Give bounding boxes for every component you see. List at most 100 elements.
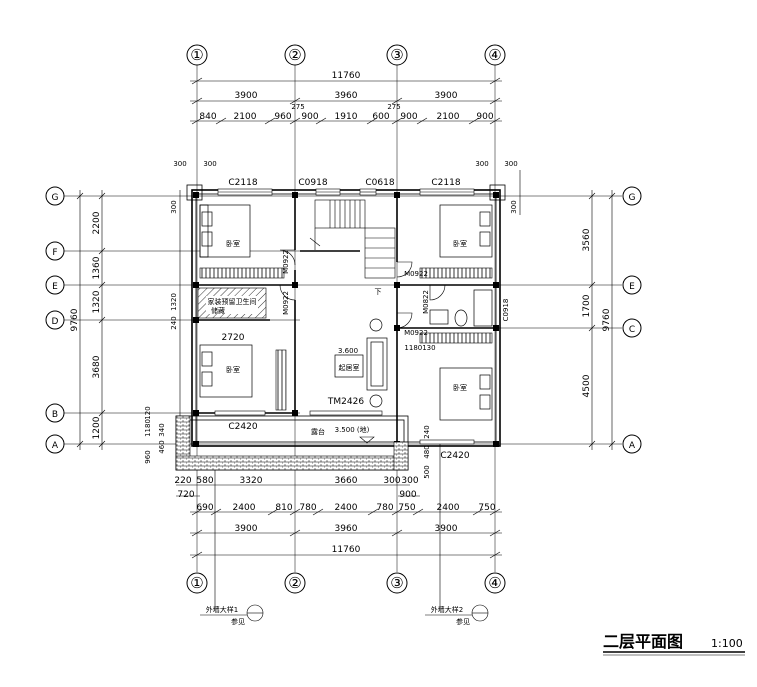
window-c0918-right: C0918 xyxy=(502,299,510,322)
left-inner-960: 960 xyxy=(144,450,152,463)
axis-B-left: B xyxy=(52,410,58,420)
corner-boxes xyxy=(186,184,506,201)
axis-1-bottom: ① xyxy=(190,574,203,592)
left-dim-3: 1320 xyxy=(92,290,102,313)
bottom-dim-300b: 300 xyxy=(401,476,418,486)
axis-E-left: E xyxy=(52,282,58,292)
right-dim-1: 3560 xyxy=(582,228,592,251)
bottom-bay-2: 3960 xyxy=(335,524,358,534)
top-bay-2: 3960 xyxy=(335,91,358,101)
top-detail-6: 600 xyxy=(372,112,389,122)
left-dim-2: 1360 xyxy=(92,256,102,279)
axis-grid-lines xyxy=(63,65,622,572)
bottom-dim-900: 900 xyxy=(399,490,416,500)
window-c2118-left: C2118 xyxy=(228,178,257,188)
detail-ref-right xyxy=(425,604,489,622)
left-total-dim: 9760 xyxy=(70,308,80,331)
axis-4-top: ④ xyxy=(488,46,501,64)
closet-bottom-left xyxy=(275,349,287,411)
right-inner-500: 500 xyxy=(423,465,431,478)
bottom-detail-9: 750 xyxy=(478,503,495,513)
drawing-title: 二层平面图 xyxy=(603,632,683,651)
bed-top-right xyxy=(439,204,493,258)
door-m0922-d: M0922 xyxy=(404,329,428,337)
right-dim-3: 4500 xyxy=(582,374,592,397)
axis-1-top: ① xyxy=(190,46,203,64)
bath-label-bg xyxy=(206,296,258,314)
window-c2118-right: C2118 xyxy=(431,178,460,188)
detail-ref-2-sub: 参见 xyxy=(456,617,470,626)
axis-bubbles-right xyxy=(622,186,642,454)
window-c2420-left: C2420 xyxy=(228,422,257,432)
detail-ref-2-label: 外墙大样2 xyxy=(431,605,463,614)
left-inner-300: 300 xyxy=(170,200,178,213)
axis-E-right: E xyxy=(629,282,635,292)
left-dim-5: 1200 xyxy=(92,416,102,439)
bottom-detail-2: 2400 xyxy=(233,503,256,513)
axis-G-right: G xyxy=(629,193,636,203)
elevation-3500: 3.500 (地) xyxy=(335,425,370,434)
drain-arrow xyxy=(359,436,375,444)
room-bedroom-tl: 卧室 xyxy=(226,239,240,248)
door-m0922-b: M0922 xyxy=(282,291,290,315)
room-bedroom-tr: 卧室 xyxy=(453,239,467,248)
left-inner-1180: 1180 xyxy=(144,419,152,437)
elevation-3600: 3.600 xyxy=(338,347,358,355)
top-windows xyxy=(217,188,475,196)
bottom-detail-4: 780 xyxy=(299,503,316,513)
bottom-dim-720: 720 xyxy=(177,490,194,500)
door-m0922-a: M0922 xyxy=(282,250,290,274)
bed-bottom-left xyxy=(199,344,253,398)
bed-top-left xyxy=(199,204,251,258)
door-tm2426: TM2426 xyxy=(327,397,364,407)
top-detail-7: 900 xyxy=(400,112,417,122)
window-c2420-right-frame xyxy=(419,439,475,445)
drawing-scale: 1:100 xyxy=(711,637,743,650)
bottom-dim-3660: 3660 xyxy=(335,476,358,486)
sliding-door-tm2426 xyxy=(309,410,383,416)
top-detail-3: 960 xyxy=(274,112,291,122)
axis-D-left: D xyxy=(52,317,59,327)
axis-2-top: ② xyxy=(288,46,301,64)
top-gap-a: 275 xyxy=(291,103,304,111)
bottom-dimension-lines xyxy=(176,440,502,610)
detail-ref-1-label: 外墙大样1 xyxy=(206,605,238,614)
bottom-detail-5: 2400 xyxy=(335,503,358,513)
closet-top-right xyxy=(419,267,493,279)
axis-C-right: C xyxy=(629,325,635,335)
detail-ref-1-sub: 参见 xyxy=(231,617,245,626)
top-detail-1: 840 xyxy=(199,112,216,122)
right-total-dim: 9760 xyxy=(602,308,612,331)
bathroom-fixtures xyxy=(429,289,493,327)
door-swings xyxy=(279,249,446,329)
axis-bubbles-left xyxy=(45,186,65,454)
bottom-dim-300a: 300 xyxy=(383,476,400,486)
left-inner-1320: 1320 xyxy=(170,293,178,311)
door-m0822: M0822 xyxy=(422,290,430,314)
top-total-dim: 11760 xyxy=(332,71,361,81)
right-inner-480: 480 xyxy=(423,445,431,458)
door-m0922-c: M0922 xyxy=(404,270,428,278)
left-inner-240: 240 xyxy=(170,316,178,329)
dim-2720: 2720 xyxy=(222,333,245,343)
left-inner-120: 120 xyxy=(144,406,152,419)
right-inner-240: 240 xyxy=(423,425,431,438)
bottom-dim-580: 580 xyxy=(196,476,213,486)
top-gap-b: 275 xyxy=(387,103,400,111)
living-furniture xyxy=(334,318,388,408)
right-dim-2: 1700 xyxy=(582,294,592,317)
bottom-bay-1: 3900 xyxy=(235,524,258,534)
room-bedroom-bl: 卧室 xyxy=(226,365,240,374)
axis-A-left: A xyxy=(52,441,59,451)
bottom-detail-3: 810 xyxy=(275,503,292,513)
bottom-detail-7: 750 xyxy=(398,503,415,513)
left-dim-1: 2200 xyxy=(92,211,102,234)
bottom-total-dim: 11760 xyxy=(332,545,361,555)
left-inner-460: 460 xyxy=(158,440,166,453)
bottom-detail-6: 780 xyxy=(376,503,393,513)
window-c0618: C0618 xyxy=(365,178,394,188)
staircase xyxy=(309,199,396,279)
room-bedroom-br: 卧室 xyxy=(453,383,467,392)
balcony-railing-bottom xyxy=(175,455,409,471)
